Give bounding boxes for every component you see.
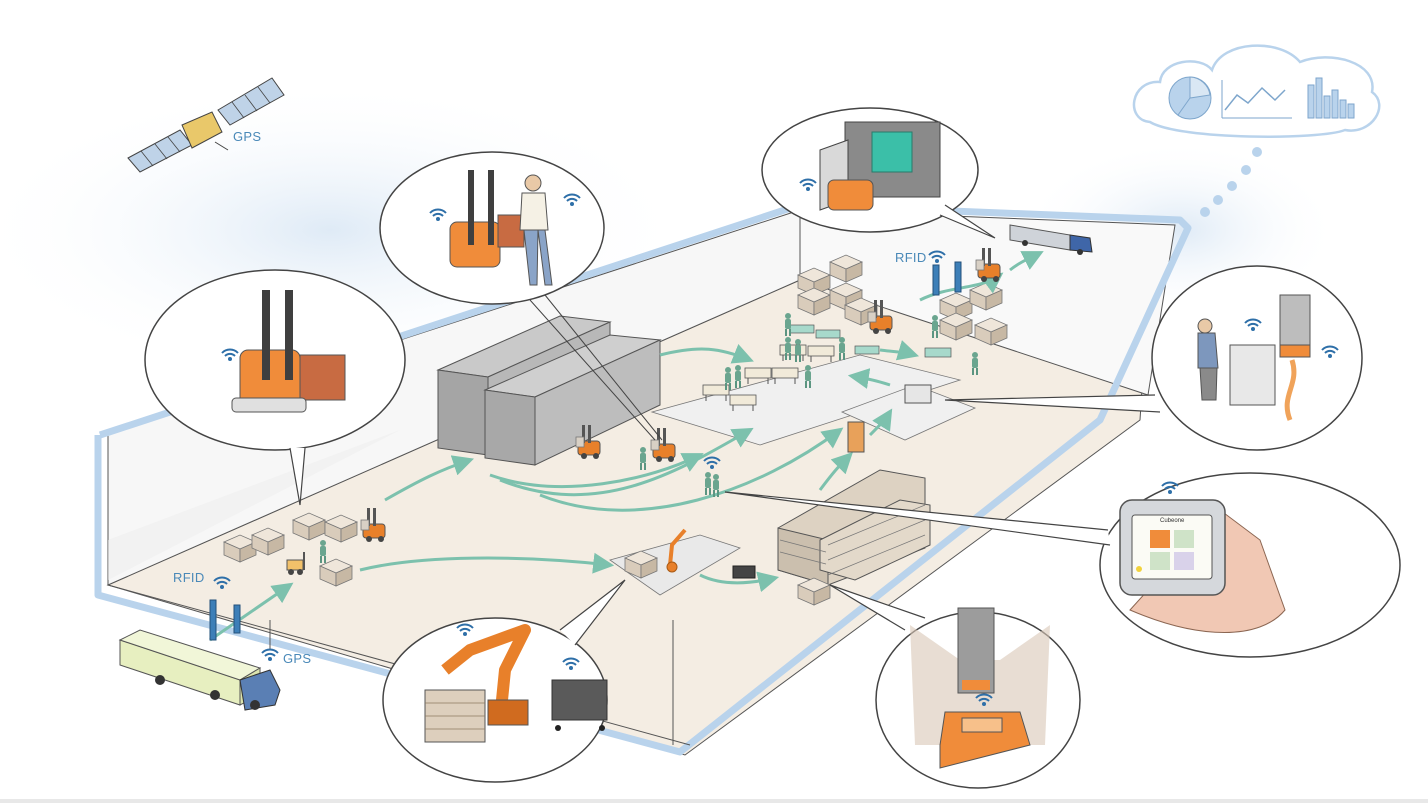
forklift-icon — [286, 247, 1001, 575]
pallet-tower — [847, 421, 865, 453]
cart-icon — [732, 565, 756, 579]
gps-truck-label: GPS — [283, 651, 312, 666]
satellite-icon — [127, 77, 285, 173]
callout-forklift-large — [144, 269, 406, 506]
robot-arm-small — [666, 528, 687, 573]
callout-picking-station — [944, 265, 1363, 451]
callout-forklift-worker — [379, 151, 605, 305]
cloud-analytics-icon — [1132, 44, 1381, 217]
callout-truck-loading — [761, 107, 996, 239]
truck-icon — [118, 629, 281, 711]
image-bottom-edge — [0, 799, 1428, 803]
flow-arrows — [209, 251, 1044, 642]
rack-row — [436, 315, 662, 466]
rfid-right-label: RFID — [895, 250, 927, 265]
callout-shuttle-rack — [829, 584, 1081, 789]
tablet-screen-title: Cubeone — [1160, 518, 1185, 524]
callout-tablet — [724, 472, 1401, 658]
gps-satellite-label: GPS — [233, 129, 262, 144]
rfid-left-label: RFID — [173, 570, 205, 585]
packing-stations — [702, 344, 932, 412]
truck-outbound-icon — [1009, 224, 1093, 255]
callout-robot-arm — [382, 579, 626, 783]
rfid-gate-icon — [209, 261, 962, 641]
storage-stacks — [777, 469, 931, 586]
